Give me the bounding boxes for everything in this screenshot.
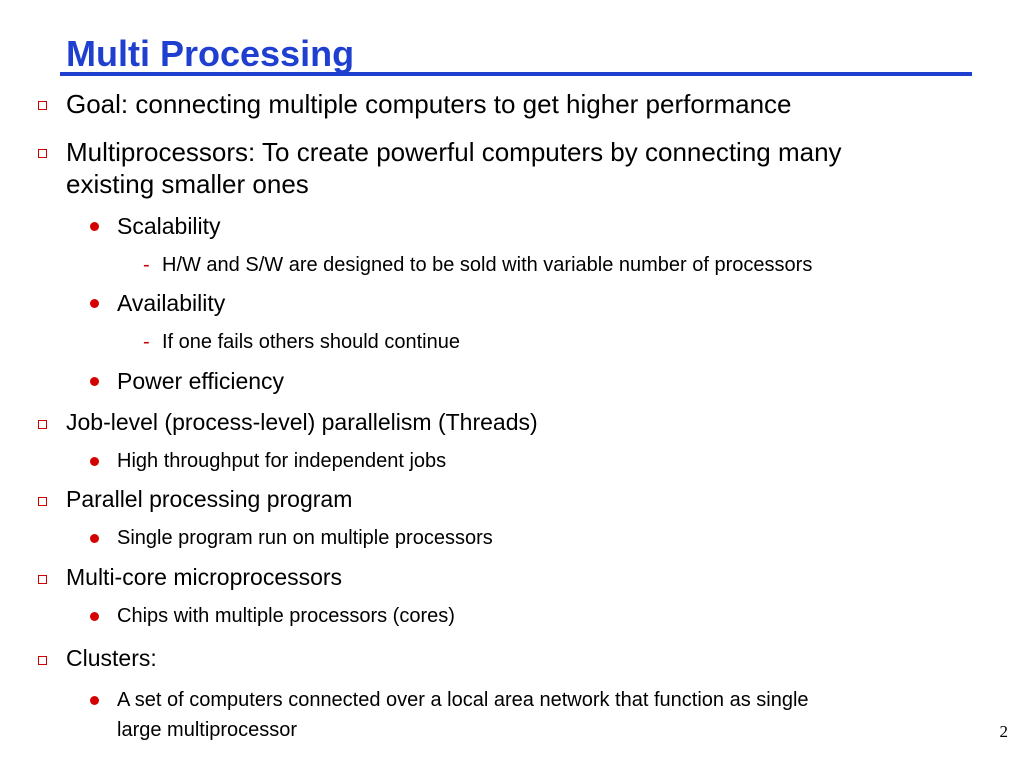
dot-bullet-icon xyxy=(90,612,99,621)
dot-bullet-icon xyxy=(90,534,99,543)
bullet-job-level: Job-level (process-level) parallelism (T… xyxy=(66,409,538,435)
square-bullet-icon xyxy=(38,420,47,429)
dot-bullet-icon xyxy=(90,696,99,705)
square-bullet-icon xyxy=(38,575,47,584)
dot-bullet-icon xyxy=(90,377,99,386)
square-bullet-icon xyxy=(38,101,47,110)
bullet-multiprocessors-cont: existing smaller ones xyxy=(66,169,309,199)
slide-title: Multi Processing xyxy=(66,33,355,74)
dot-bullet-icon xyxy=(90,222,99,231)
dash-bullet-icon: - xyxy=(143,331,150,353)
dot-bullet-icon xyxy=(90,299,99,308)
page-number: 2 xyxy=(999,722,1009,741)
bullet-single-program: Single program run on multiple processor… xyxy=(117,527,493,549)
title-underline xyxy=(60,72,972,76)
bullet-multiprocessors: Multiprocessors: To create powerful comp… xyxy=(66,137,842,167)
bullet-power-efficiency: Power efficiency xyxy=(117,368,285,394)
bullet-set-of-computers-cont: large multiprocessor xyxy=(117,719,298,741)
bullet-clusters: Clusters: xyxy=(66,645,157,671)
bullet-availability: Availability xyxy=(117,290,226,316)
dot-bullet-icon xyxy=(90,457,99,466)
square-bullet-icon xyxy=(38,497,47,506)
bullet-one-fails: If one fails others should continue xyxy=(162,331,460,353)
square-bullet-icon xyxy=(38,656,47,665)
bullet-parallel-processing: Parallel processing program xyxy=(66,486,353,512)
bullet-scalability: Scalability xyxy=(117,213,221,239)
square-bullet-icon xyxy=(38,149,47,158)
bullet-set-of-computers: A set of computers connected over a loca… xyxy=(117,689,809,711)
bullet-multi-core: Multi-core microprocessors xyxy=(66,564,343,590)
dash-bullet-icon: - xyxy=(143,254,150,276)
bullet-chips: Chips with multiple processors (cores) xyxy=(117,605,455,627)
bullet-goal: Goal: connecting multiple computers to g… xyxy=(66,89,792,119)
bullet-hw-sw: H/W and S/W are designed to be sold with… xyxy=(162,254,813,276)
bullet-high-throughput: High throughput for independent jobs xyxy=(117,450,447,472)
